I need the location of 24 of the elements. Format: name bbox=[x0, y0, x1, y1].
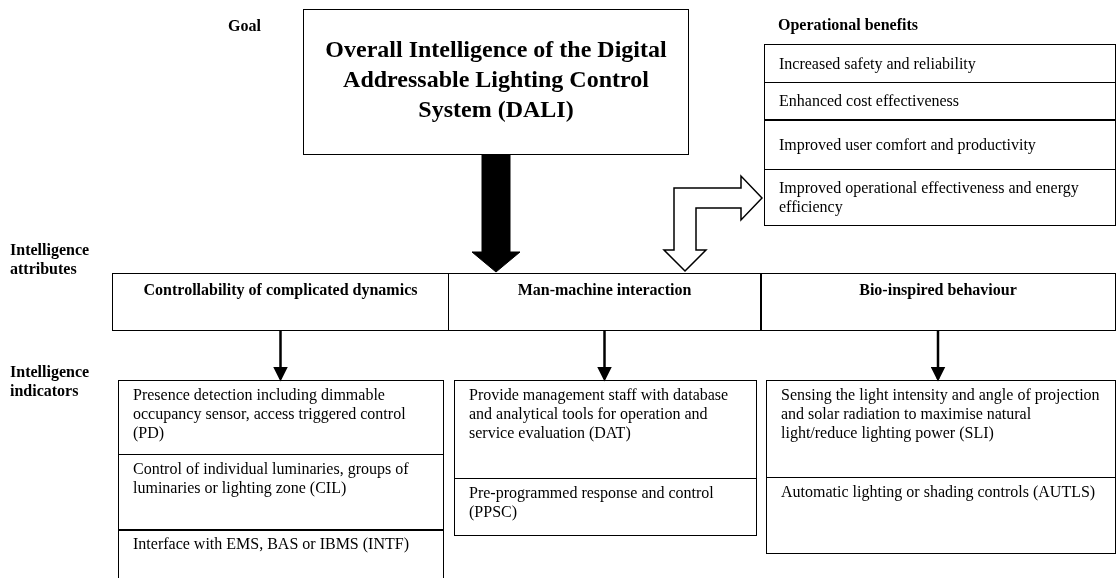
attribute-box: Man-machine interaction bbox=[447, 273, 762, 331]
block-arrow bbox=[471, 154, 521, 273]
benefit-row: Increased safety and reliability bbox=[764, 44, 1116, 83]
attribute-box: Bio-inspired behaviour bbox=[760, 273, 1116, 331]
indicator-box: Presence detection including dimmable occupancy sensor, access triggered control (PD) bbox=[118, 380, 444, 455]
arrow bbox=[930, 331, 946, 382]
indicator-box: Pre-programmed response and control (PPSC) bbox=[454, 477, 757, 536]
panel-heading: Operational benefits bbox=[777, 15, 918, 36]
indicator-box: Interface with EMS, BAS or IBMS (INTF) bbox=[118, 529, 444, 578]
row-label: Intelligence indicators bbox=[10, 362, 91, 401]
row-label: Intelligence attributes bbox=[10, 240, 91, 279]
indicator-box: Automatic lighting or shading controls (AUTLS) bbox=[766, 476, 1116, 554]
arrow bbox=[597, 331, 612, 382]
benefit-row: Enhanced cost effectiveness bbox=[764, 81, 1116, 121]
goal-box: Overall Intelligence of the Digital Addressable Lighting Control System (DALI) bbox=[303, 9, 689, 155]
row-label: Goal bbox=[228, 16, 262, 36]
indicator-box: Sensing the light intensity and angle of projection and solar radiation to maximise natural light/reduce lighting power (SLI) bbox=[766, 380, 1116, 478]
arrow bbox=[273, 331, 288, 382]
indicator-box: Provide management staff with database and analytical tools for operation and service evaluation (DAT) bbox=[454, 380, 757, 479]
bent-double-arrow bbox=[662, 174, 764, 273]
indicator-box: Control of individual luminaries, groups of luminaries or lighting zone (CIL) bbox=[118, 453, 444, 531]
attribute-box: Controllability of complicated dynamics bbox=[112, 273, 449, 331]
benefit-row: Improved user comfort and productivity bbox=[764, 119, 1116, 170]
benefit-row: Improved operational effectiveness and energy efficiency bbox=[764, 168, 1116, 226]
